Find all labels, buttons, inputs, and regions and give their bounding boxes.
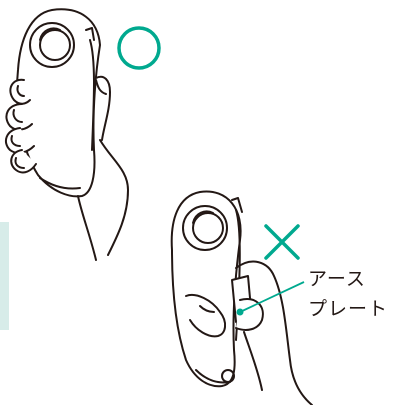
- correct-grip-figure: [6, 9, 128, 260]
- callout-label-line1: アース: [308, 266, 366, 292]
- side-tab: [0, 222, 9, 330]
- correct-mark-icon: [119, 28, 159, 68]
- callout-label-line2: プレート: [308, 296, 388, 322]
- incorrect-grip-figure: [172, 192, 312, 405]
- incorrect-mark-icon: [266, 226, 298, 258]
- palm-top: [100, 140, 128, 255]
